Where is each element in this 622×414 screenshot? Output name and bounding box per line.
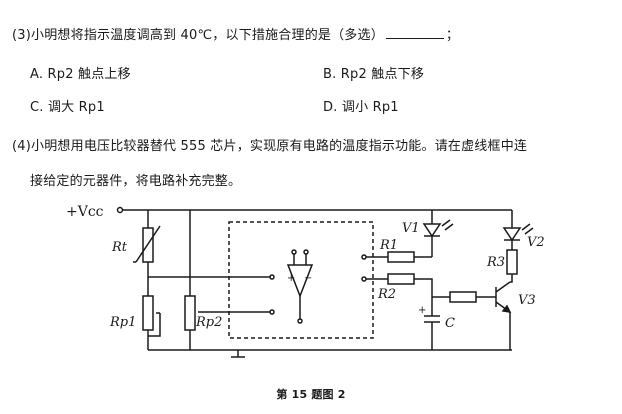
transistor-collector (495, 281, 511, 293)
box-right-terminal-2[interactable] (361, 276, 367, 282)
r3-label: R3 (486, 255, 505, 270)
r1-resistor (387, 251, 415, 263)
question-4-line-1: (4)小明想用电压比较器替代 555 芯片，实现原有电路的温度指示功能。请在虚线… (12, 139, 528, 154)
transistor-emitter-arrow (501, 304, 512, 313)
question-3-tail: ； (445, 28, 460, 43)
question-3-stem: (3)小明想将指示温度调高到 40℃，以下措施合理的是（多选） ； (12, 24, 459, 43)
r2-right-lead (414, 278, 433, 297)
resistor-r2-base (449, 291, 477, 303)
comparator-triangle (286, 264, 314, 299)
question-3-text: (3)小明想将指示温度调高到 40℃，以下措施合理的是（多选） (12, 28, 384, 43)
capacitor-plus-sign: + (418, 305, 426, 316)
r2-resistor (387, 273, 415, 285)
comparator-minus-sign: − (304, 273, 312, 284)
answer-blank[interactable] (385, 26, 444, 39)
v2-light-ray-1 (521, 223, 531, 231)
rt-label: Rt (111, 240, 128, 255)
option-b: B. Rp2 触点下移 (323, 67, 425, 82)
question-4-line-2: 接给定的元器件，将电路补充完整。 (30, 174, 242, 189)
v2-label: V2 (527, 235, 545, 250)
v1-label: V1 (402, 221, 420, 236)
comparator-minus-pin[interactable] (303, 249, 309, 255)
v1-light-ray-1 (441, 219, 451, 227)
option-d: D. 调小 Rp1 (323, 100, 399, 115)
rp1-wiper-link (148, 313, 161, 337)
vcc-label: +Vcc (66, 204, 104, 220)
vcc-terminal (116, 206, 124, 214)
capacitor-label: C (445, 316, 455, 331)
r1-label: R1 (379, 238, 398, 253)
comparator-plus-sign: + (287, 273, 295, 284)
rt-thermistor-mark (135, 225, 161, 263)
v2-led (502, 227, 522, 242)
r2-label: R2 (377, 287, 396, 302)
rp2-resistor (184, 295, 196, 331)
r3-to-collector (510, 274, 513, 283)
rp1-label: Rp1 (109, 315, 136, 330)
r3-resistor (506, 249, 518, 275)
v3-label: V3 (518, 293, 536, 308)
dashed-box (228, 221, 374, 339)
rp2-label: Rp2 (195, 315, 222, 330)
box-right-terminal-1[interactable] (361, 254, 367, 260)
option-a: A. Rp2 触点上移 (30, 67, 131, 82)
box-left-terminal-1[interactable] (269, 274, 275, 280)
option-c: C. 调大 Rp1 (30, 100, 105, 115)
rp1-resistor (142, 295, 154, 331)
v1-led (422, 223, 442, 238)
box-left-terminal-2[interactable] (269, 309, 275, 315)
v2-light-ray-2 (524, 227, 534, 235)
v1-light-ray-2 (444, 223, 454, 231)
figure-caption: 第 15 题图 2 (276, 388, 346, 401)
comparator-output-pin[interactable] (297, 318, 303, 324)
comparator-plus-pin[interactable] (291, 249, 297, 255)
